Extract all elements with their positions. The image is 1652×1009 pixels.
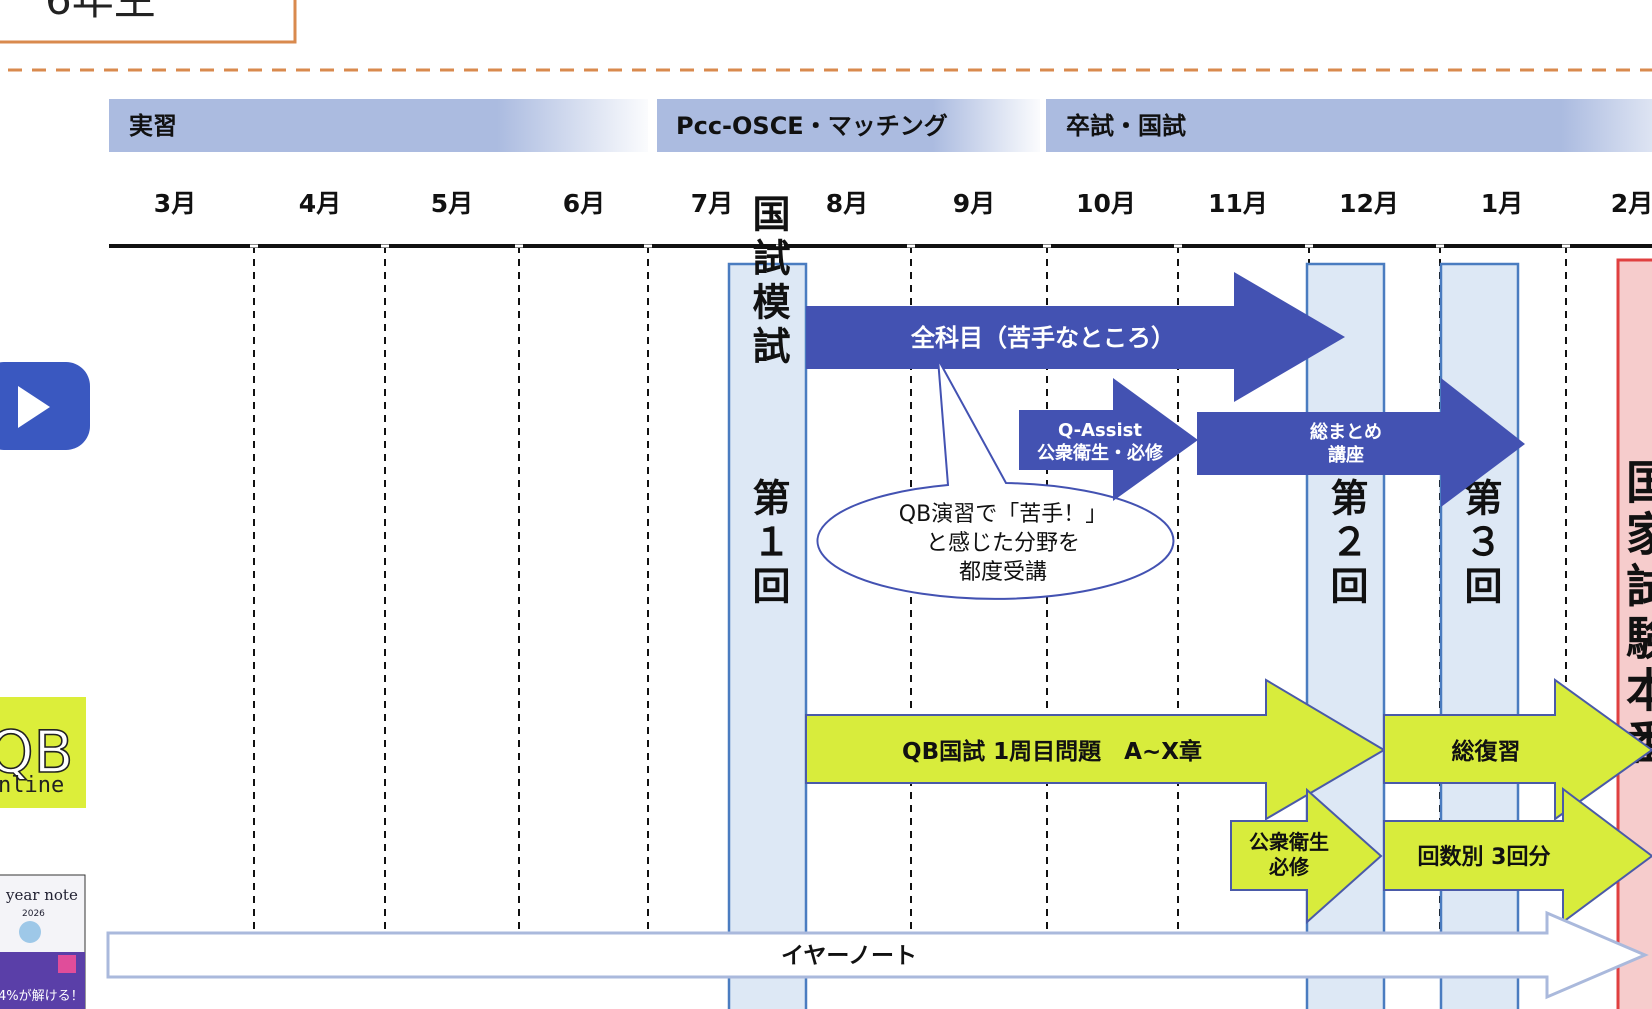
qb-online-logo[interactable]	[0, 697, 86, 808]
month-label: 3月	[154, 189, 196, 218]
month-label: 4月	[299, 189, 341, 218]
q-assist-arrow	[1019, 378, 1198, 501]
callout-line-1: QB演習で「苦手！」	[899, 502, 1107, 527]
exam-column-1	[727, 262, 808, 1009]
all-subjects-label: 全科目（苦手なところ）	[910, 324, 1175, 352]
summary-label-2: 講座	[1328, 444, 1364, 466]
phase-band-exam	[1046, 99, 1652, 152]
month-label: 7月	[691, 189, 733, 218]
exam-2-round: 第２回	[1324, 478, 1368, 610]
book-year: 2026	[22, 909, 45, 919]
summary-lecture-arrow	[1197, 378, 1525, 507]
exam-3-round: 第３回	[1458, 478, 1502, 610]
public-health-label-2: 必修	[1268, 855, 1310, 879]
month-label: 9月	[953, 189, 995, 218]
month-label: 2月	[1611, 189, 1652, 218]
book-globe	[19, 921, 41, 943]
q-assist-label-2: 公衆衛生・必修	[1037, 442, 1164, 464]
phase-band-osce	[657, 99, 1040, 152]
month-label: 1月	[1481, 189, 1523, 218]
review-all-arrow	[1383, 678, 1652, 821]
national-exam-text: 国家試験本番	[1619, 458, 1652, 770]
exam-1-title: 国試模試	[746, 194, 790, 370]
qb-first-round-arrow	[805, 678, 1386, 821]
month-label: 12月	[1339, 189, 1399, 218]
book-title: year note	[5, 886, 78, 904]
month-labels: 3月 4月 5月 6月 7月 8月 9月 10月 11月 12月 1月 2月	[154, 189, 1652, 218]
public-health-arrow	[1230, 787, 1383, 925]
by-session-label: 回数別 3回分	[1418, 844, 1551, 870]
book-badge	[58, 955, 76, 973]
phase-label-clinical: 実習	[129, 112, 177, 140]
month-label: 6月	[563, 189, 605, 218]
summary-label-1: 総まとめ	[1310, 421, 1382, 443]
national-exam-box	[1616, 258, 1652, 1009]
callout-bubble	[816, 358, 1175, 600]
month-label: 5月	[431, 189, 473, 218]
by-session-arrow	[1383, 786, 1652, 924]
month-label: 8月	[826, 189, 868, 218]
year-note-label: イヤーノート	[781, 943, 917, 969]
year-note-arrow	[106, 910, 1649, 1000]
year-label: 6年生	[45, 0, 156, 24]
all-subjects-arrow	[806, 272, 1345, 402]
public-health-label-1: 公衆衛生	[1249, 830, 1329, 854]
month-label: 11月	[1208, 189, 1268, 218]
qb-online-text: nline	[0, 773, 64, 798]
year-label-box	[0, 0, 297, 44]
month-label: 10月	[1076, 189, 1136, 218]
qb-logo-text: QB	[0, 718, 73, 786]
phase-label-exam: 卒試・国試	[1066, 112, 1186, 140]
callout-line-3: 都度受講	[959, 560, 1047, 585]
q-assist-label-1: Q-Assist	[1058, 420, 1142, 441]
review-all-label: 総復習	[1452, 738, 1521, 765]
play-icon	[18, 386, 50, 428]
exam-column-3	[1439, 262, 1520, 1009]
qb-first-round-label: QB国試 1周目問題 A~X章	[902, 738, 1202, 765]
book-blurb: 4%が解ける！	[0, 989, 84, 1004]
callout-line-2: と感じた分野を	[926, 531, 1080, 556]
phase-band-clinical	[109, 99, 648, 152]
exam-1-round: 第１回	[746, 478, 790, 610]
phase-label-osce: Pcc-OSCE・マッチング	[676, 112, 948, 140]
